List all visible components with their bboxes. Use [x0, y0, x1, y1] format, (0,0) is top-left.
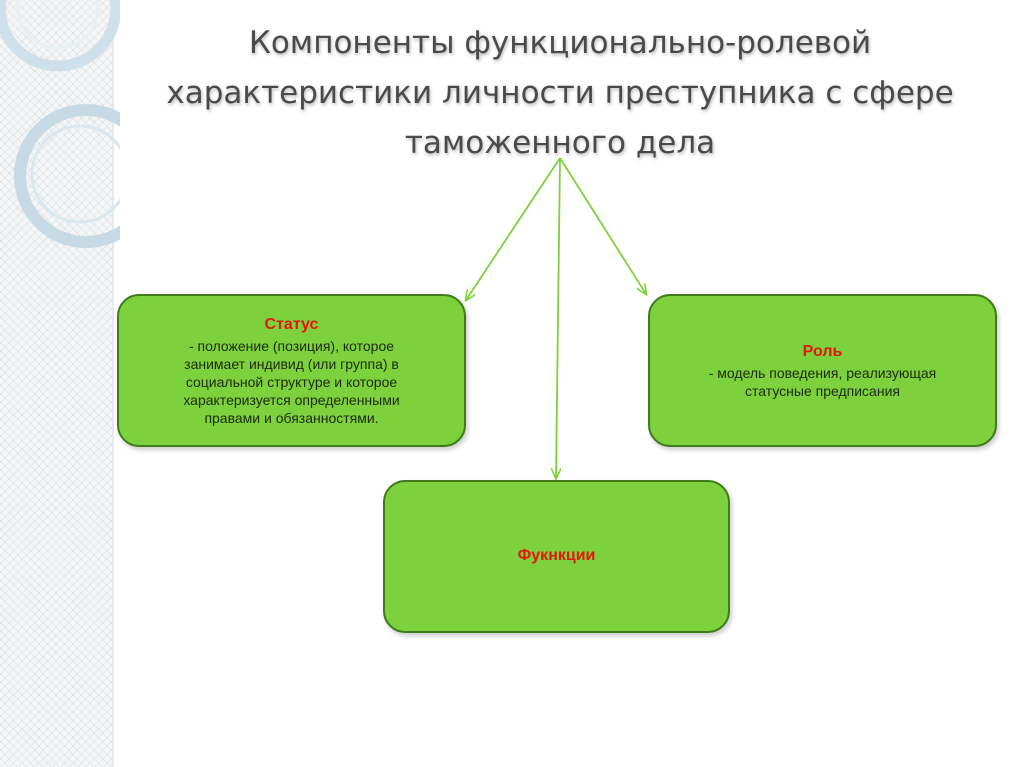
arrow-to-status [466, 157, 561, 300]
outer-ring-middle [14, 104, 120, 248]
outer-ring-top [0, 0, 120, 72]
functions-heading: Фукнкции [517, 546, 596, 564]
role-desc-line-2: статусные предписания [745, 382, 900, 399]
title-line-3: таможенного дела [404, 125, 716, 161]
role-heading: Роль [802, 342, 843, 360]
role-desc-line-1: - модель поведения, реализующая [708, 364, 937, 381]
slide-title: Компоненты функционально-ролевой характе… [130, 18, 990, 168]
side-panel-edge [112, 0, 114, 767]
status-desc-line-5: правами и обязанностями. [204, 409, 379, 426]
inner-ring-middle [30, 124, 120, 224]
status-desc-line-2: занимает индивид (или группа) в [184, 355, 399, 372]
status-desc-line-1: - положение (позиция), которое [188, 337, 395, 354]
status-desc-line-4: характеризуется определенными [183, 391, 400, 408]
arrow-to-role [559, 157, 646, 294]
status-box: Статус - положение (позиция), которое за… [117, 294, 466, 447]
decorative-rings [0, 0, 120, 248]
inner-ring-top [16, 0, 100, 50]
title-line-2: характеристики личности преступника с сф… [166, 75, 954, 111]
status-desc-line-3: социальной структуре и которое [185, 373, 398, 390]
functions-box: Фукнкции [383, 480, 730, 633]
role-box: Роль - модель поведения, реализующая ста… [648, 294, 997, 447]
status-heading: Статус [264, 315, 319, 333]
title-line-1: Компоненты функционально-ролевой [248, 25, 872, 61]
arrow-to-functions [556, 157, 560, 478]
